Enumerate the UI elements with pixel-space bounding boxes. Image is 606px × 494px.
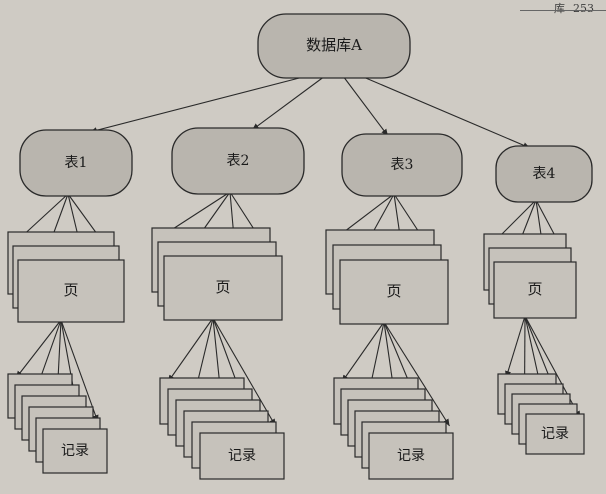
table-node-shape xyxy=(171,127,305,195)
page-box-label: 页 xyxy=(386,282,401,300)
record-stack-4: 记录 xyxy=(497,373,585,455)
record-box-front xyxy=(368,432,454,480)
page-box-label: 页 xyxy=(215,278,230,296)
table-node-shape xyxy=(495,145,593,203)
record-stack-3: 记录 xyxy=(333,377,454,480)
page-stack-4: 页 xyxy=(483,233,577,319)
record-box-front xyxy=(199,432,285,480)
edge-page-1-to-record xyxy=(15,319,62,379)
record-box-front xyxy=(525,413,585,455)
root-node-shape xyxy=(257,13,411,79)
running-header: 库 253 xyxy=(554,0,594,16)
edge-page-1-to-record xyxy=(60,319,99,423)
root-database-node: 数据库A xyxy=(257,13,411,79)
table-node-2: 表2 xyxy=(171,127,305,195)
edge-page-3-to-record xyxy=(341,321,385,383)
edge-page-2-to-record xyxy=(167,317,214,383)
record-stack-1: 记录 xyxy=(7,373,108,474)
table-node-1: 表1 xyxy=(19,129,133,197)
record-stack-2: 记录 xyxy=(159,377,285,480)
edge-page-3-to-record xyxy=(383,321,450,427)
table-node-label: 表1 xyxy=(65,155,88,171)
page-stack-1: 页 xyxy=(7,231,125,323)
record-box-front xyxy=(42,428,108,474)
table-node-shape xyxy=(341,133,463,197)
page-stack-2: 页 xyxy=(151,227,283,321)
table-node-label: 表3 xyxy=(391,157,414,173)
page-stack-3: 页 xyxy=(325,229,449,325)
table-node-shape xyxy=(19,129,133,197)
table-node-3: 表3 xyxy=(341,133,463,197)
record-box-label: 记录 xyxy=(541,426,569,442)
record-box-label: 记录 xyxy=(228,448,256,464)
root-node-label: 数据库A xyxy=(306,36,362,54)
edge-root-to-table-2 xyxy=(251,75,326,131)
nodes-layer: 数据库A 表1 页记录 表2 页记录 表3 页记录 表4 页记录 xyxy=(7,13,593,480)
edge-page-4-to-record xyxy=(524,315,581,419)
record-box-label: 记录 xyxy=(397,448,425,464)
page-box-front xyxy=(493,261,577,319)
page-box-label: 页 xyxy=(63,281,78,299)
edge-root-to-table-1 xyxy=(89,75,308,134)
table-node-4: 表4 xyxy=(495,145,593,203)
page-box-front xyxy=(163,255,283,321)
edge-root-to-table-3 xyxy=(342,75,389,137)
record-box-label: 记录 xyxy=(61,443,89,459)
page-box-front xyxy=(339,259,449,325)
header-rule xyxy=(520,10,606,11)
header-section: 库 xyxy=(554,2,565,15)
page-box-front xyxy=(17,259,125,323)
page-box-label: 页 xyxy=(527,280,542,298)
page-number: 253 xyxy=(573,2,594,15)
edge-page-4-to-record xyxy=(505,315,526,379)
edge-root-to-table-4 xyxy=(360,75,531,149)
table-node-label: 表4 xyxy=(533,166,556,182)
table-node-label: 表2 xyxy=(227,153,250,169)
edge-page-2-to-record xyxy=(212,317,276,427)
